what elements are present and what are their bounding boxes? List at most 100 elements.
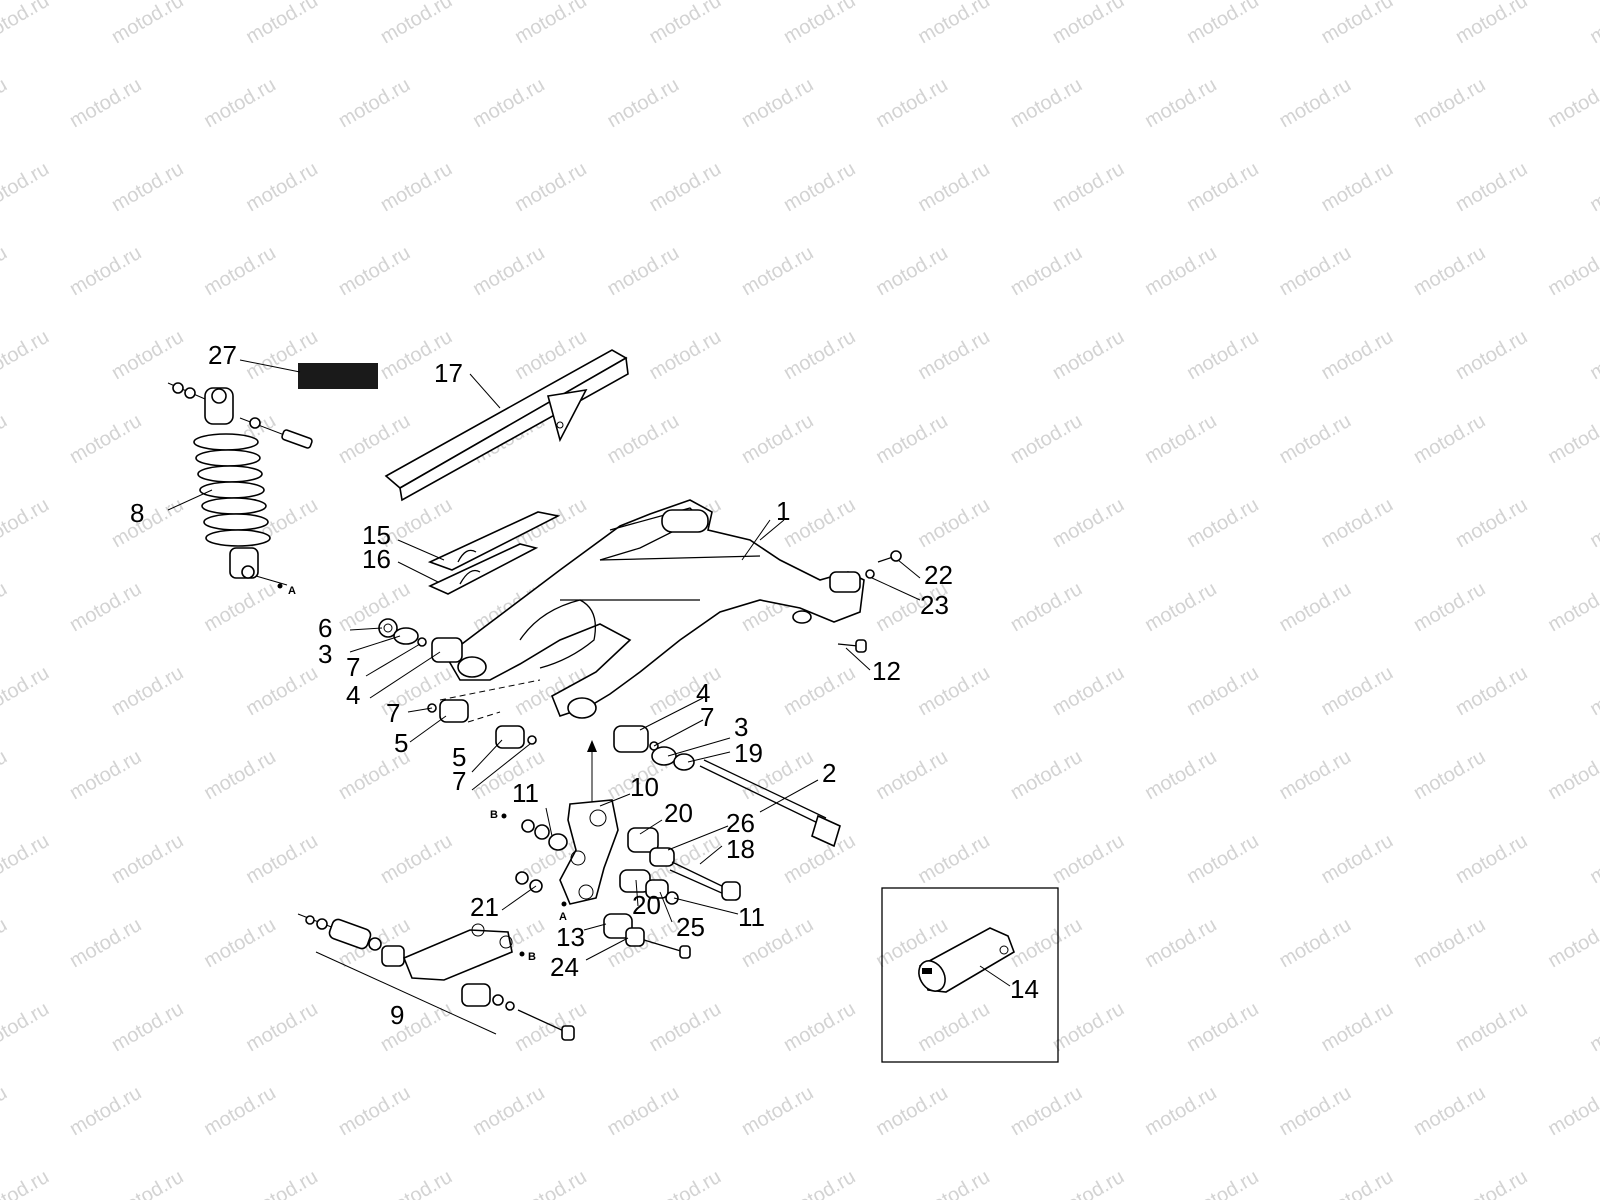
- callout-24: 24: [550, 952, 579, 982]
- part-16-slider: [428, 543, 539, 595]
- part-10-linkage: [559, 799, 619, 905]
- arrow-head: [587, 740, 597, 752]
- watermark-text: motod.ru: [1141, 74, 1220, 133]
- watermark-text: motod.ru: [1452, 1166, 1531, 1200]
- leader-lines: [167, 359, 1011, 987]
- watermark-text: motod.ru: [66, 746, 145, 805]
- part-2-axle: [699, 759, 841, 848]
- watermark-text: motod.ru: [1452, 662, 1531, 721]
- watermark-text: motod.ru: [914, 1166, 993, 1200]
- watermark-text: motod.ru: [108, 494, 187, 553]
- watermark-text: motod.ru: [1318, 1166, 1397, 1200]
- marker-a-shock: A: [288, 585, 296, 597]
- watermark-text: motod.ru: [646, 326, 725, 385]
- watermark-text: motod.ru: [108, 326, 187, 385]
- watermark-text: motod.ru: [1586, 0, 1600, 48]
- watermark-text: motod.ru: [200, 914, 279, 973]
- watermark-text: motod.ru: [108, 998, 187, 1057]
- watermark-text: motod.ru: [1049, 1166, 1128, 1200]
- watermark-text: motod.ru: [604, 74, 683, 133]
- right-pivot-hardware: [613, 725, 695, 771]
- callout-9: 9: [390, 1000, 404, 1030]
- watermark-text: motod.ru: [242, 1166, 321, 1200]
- watermark-text: motod.ru: [646, 158, 725, 217]
- watermark-text: motod.ru: [1452, 494, 1531, 553]
- watermark-text: motod.ru: [0, 830, 53, 889]
- watermark-text: motod.ru: [1049, 158, 1128, 217]
- watermark-text: motod.ru: [200, 242, 279, 301]
- watermark-text: motod.ru: [0, 914, 11, 973]
- watermark-text: motod.ru: [872, 746, 951, 805]
- watermark-text: motod.ru: [1141, 1082, 1220, 1141]
- callout-1: 1: [776, 496, 790, 526]
- watermark-text: motod.ru: [1410, 578, 1489, 637]
- marker-b-linkage: B: [490, 809, 498, 821]
- callout-21: 21: [470, 892, 499, 922]
- watermark-text: motod.ru: [200, 74, 279, 133]
- watermark-text: motod.ru: [780, 662, 859, 721]
- callout-3: 3: [318, 639, 332, 669]
- callout-6: 6: [318, 613, 332, 643]
- watermark-text: motod.ru: [1452, 830, 1531, 889]
- watermark-text: motod.ru: [0, 662, 53, 721]
- watermark-text: motod.ru: [335, 578, 414, 637]
- watermark-text: motod.ru: [1318, 998, 1397, 1057]
- watermark-text: motod.ru: [1410, 914, 1489, 973]
- watermark-text: motod.ru: [1049, 0, 1128, 48]
- watermark-text: motod.ru: [1007, 242, 1086, 301]
- part-15-slider: [427, 511, 561, 571]
- callout-22: 22: [924, 560, 953, 590]
- callout-5: 5: [394, 728, 408, 758]
- watermark-text: motod.ru: [738, 1082, 817, 1141]
- callout-14: 14: [1010, 974, 1039, 1004]
- callout-8: 8: [130, 498, 144, 528]
- watermark-text: motod.ru: [1452, 0, 1531, 48]
- watermark-text: motod.ru: [511, 158, 590, 217]
- watermark-text: motod.ru: [738, 242, 817, 301]
- callout-11b: 11: [738, 902, 765, 932]
- callout-3b: 3: [734, 712, 748, 742]
- watermark-text: motod.ru: [1183, 0, 1262, 48]
- callout-7: 7: [346, 652, 360, 682]
- watermark-text: motod.ru: [1318, 0, 1397, 48]
- watermark-text: motod.ru: [66, 1082, 145, 1141]
- watermark-text: motod.ru: [242, 998, 321, 1057]
- watermark-text: motod.ru: [377, 158, 456, 217]
- watermark-text: motod.ru: [1049, 830, 1128, 889]
- watermark-text: motod.ru: [1183, 830, 1262, 889]
- watermark-text: motod.ru: [0, 578, 11, 637]
- part-9-tie-rod: [297, 913, 575, 1041]
- callout-11: 11: [512, 778, 539, 808]
- watermark-text: motod.ru: [1183, 662, 1262, 721]
- watermark-text: motod.ru: [1410, 242, 1489, 301]
- callout-2: 2: [822, 758, 836, 788]
- watermark-text: motod.ru: [1183, 1166, 1262, 1200]
- watermark-text: motod.ru: [511, 0, 590, 48]
- watermark-text: motod.ru: [377, 830, 456, 889]
- watermark-text: motod.ru: [0, 410, 11, 469]
- watermark-text: motod.ru: [469, 242, 548, 301]
- watermark-text: motod.ru: [646, 1166, 725, 1200]
- watermark-text: motod.ru: [1318, 830, 1397, 889]
- watermark-text: motod.ru: [604, 1082, 683, 1141]
- part-1-swingarm: [444, 499, 865, 719]
- watermark-text: motod.ru: [335, 242, 414, 301]
- watermark-text: motod.ru: [0, 0, 53, 48]
- part-14-inset-box: [881, 887, 1059, 1063]
- watermark-text: motod.ru: [1586, 158, 1600, 217]
- watermark-text: motod.ru: [469, 74, 548, 133]
- watermark-text: motod.ru: [1007, 914, 1086, 973]
- watermark-text: motod.ru: [1141, 914, 1220, 973]
- watermark-text: motod.ru: [1183, 326, 1262, 385]
- watermark-text: motod.ru: [914, 0, 993, 48]
- watermark-text: motod.ru: [1141, 242, 1220, 301]
- watermark-text: motod.ru: [1318, 662, 1397, 721]
- watermark-text: motod.ru: [1586, 998, 1600, 1057]
- watermark-text: motod.ru: [108, 158, 187, 217]
- watermark-text: motod.ru: [1410, 746, 1489, 805]
- part-14-tool: [918, 927, 1015, 993]
- callout-26: 26: [726, 808, 755, 838]
- watermark-text: motod.ru: [1183, 494, 1262, 553]
- watermark-text: motod.ru: [242, 158, 321, 217]
